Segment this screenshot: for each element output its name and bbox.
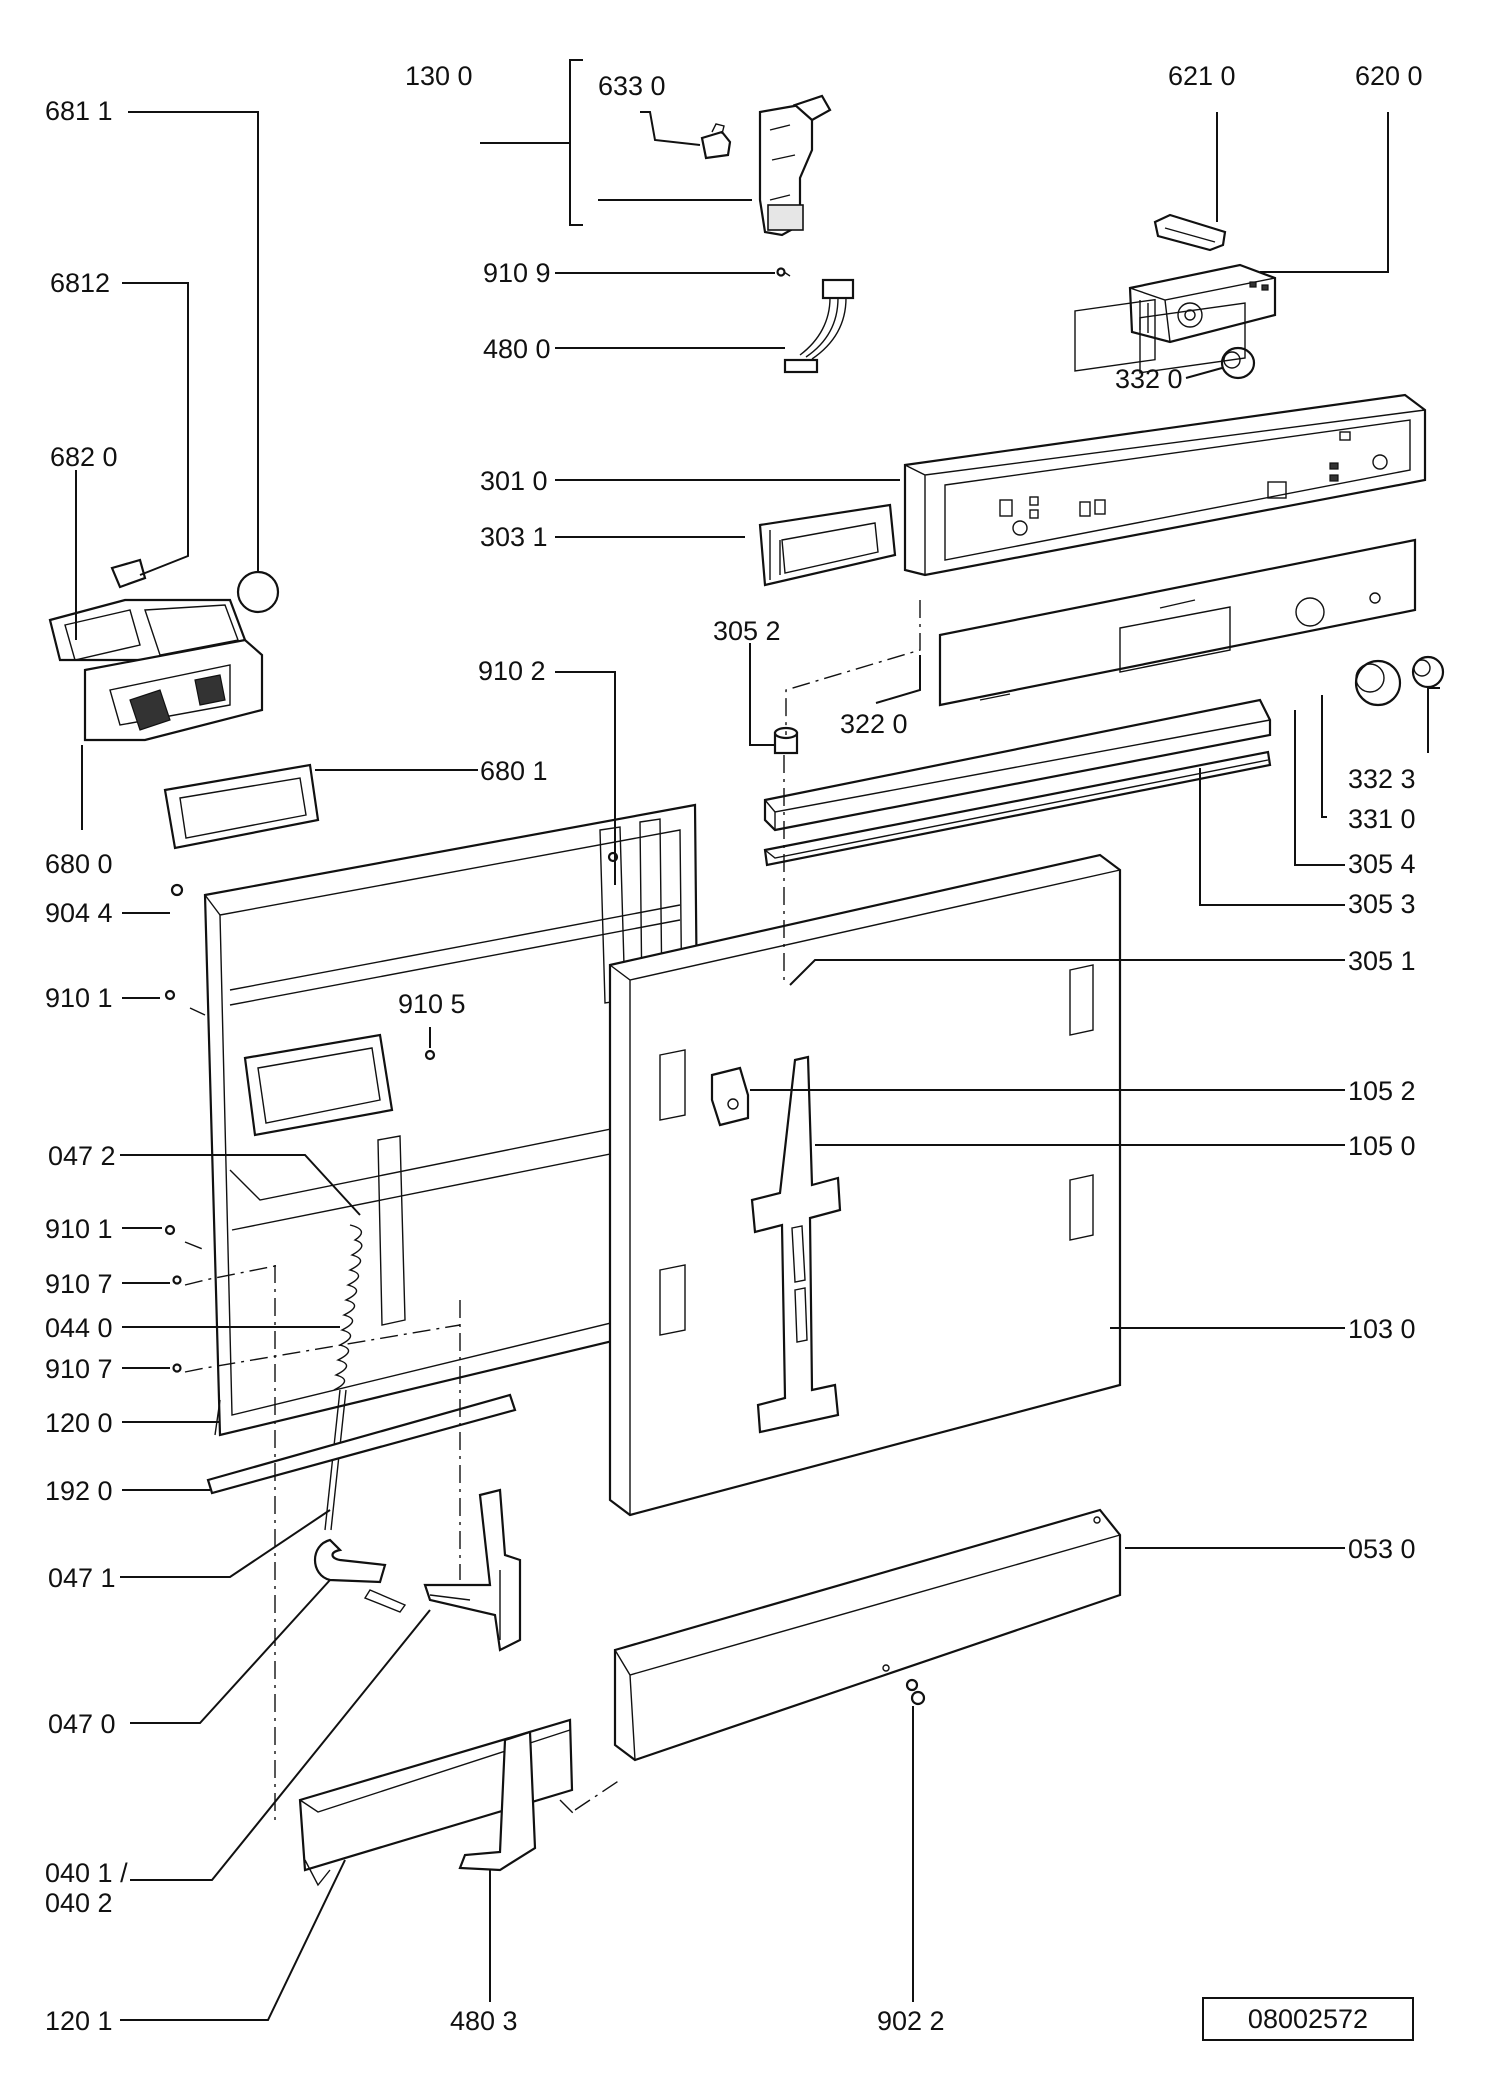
part-latch-bar [750,1055,842,1434]
label-9109: 910 9 [483,258,551,288]
part-screw-9109 [776,267,791,277]
part-knob-large [1354,655,1445,707]
part-seal [163,763,320,850]
label-1200: 120 0 [45,1408,113,1438]
part-electronic-module [1128,263,1277,344]
label-3310: 331 0 [1348,804,1416,834]
part-rail [206,1393,517,1495]
label-6200: 620 0 [1355,61,1423,91]
label-6812: 6812 [50,268,110,298]
label-0470: 047 0 [48,1709,116,1739]
part-knob-small [1220,346,1256,380]
label-3010: 301 0 [480,466,548,496]
part-kick-plate [613,1508,1122,1762]
label-1030: 103 0 [1348,1314,1416,1344]
label-1052: 105 2 [1348,1076,1416,1106]
label-3054: 305 4 [1348,849,1416,879]
label-3220: 322 0 [840,709,908,739]
label-4803: 480 3 [450,2006,518,2036]
part-hinge-block [758,94,832,237]
part-small-board [1153,213,1227,252]
part-screws-left [164,851,619,1373]
label-6811: 681 1 [45,96,113,126]
label-6801: 680 1 [480,756,548,786]
part-cap [236,570,280,614]
label-9107b: 910 7 [45,1354,113,1384]
label-0472: 047 2 [48,1141,116,1171]
label-6820: 682 0 [50,442,118,472]
label-9105: 910 5 [398,989,466,1019]
label-1201: 120 1 [45,2006,113,2036]
part-handle-bracket [758,503,897,587]
document-number-box: 08002572 [1202,1997,1414,2041]
label-3320: 332 0 [1115,364,1183,394]
part-hinge-bracket [423,1488,522,1652]
part-foot-bracket [458,1730,537,1872]
part-outer-door [608,853,1122,1517]
label-9101a: 910 1 [45,983,113,1013]
label-6330: 633 0 [598,71,666,101]
label-3053: 305 3 [1348,889,1416,919]
label-9022: 902 2 [877,2006,945,2036]
label-4800: 480 0 [483,334,551,364]
part-screws-9022 [905,1678,926,1706]
label-3323: 332 3 [1348,764,1416,794]
label-9101b: 910 1 [45,1214,113,1244]
part-inner-door-frame [203,803,702,1437]
part-latch [710,1066,750,1127]
label-1920: 192 0 [45,1476,113,1506]
part-trim-strip-upper [763,698,1272,832]
label-3051: 305 1 [1348,946,1416,976]
label-3031: 303 1 [480,522,548,552]
label-9102: 910 2 [478,656,546,686]
label-6210: 621 0 [1168,61,1236,91]
assembly-lines [184,600,921,1820]
part-hinge-arm [314,1538,407,1613]
part-dispenser [48,598,264,742]
label-3052: 305 2 [713,616,781,646]
label-6800: 680 0 [45,849,113,879]
label-1300: 130 0 [405,61,473,91]
part-dispenser-clip [110,558,147,589]
part-trim-strip-lower [763,750,1272,867]
label-9044: 904 4 [45,898,113,928]
part-control-panel [903,298,1427,577]
leader-lines [75,59,1440,2021]
label-1050: 105 0 [1348,1131,1416,1161]
part-cable-harness [783,278,855,374]
part-clip [700,123,732,160]
part-front-fascia [938,538,1417,707]
label-0471: 047 1 [48,1563,116,1593]
part-labels: 681 1 130 0 633 0 621 0 620 0 6812 910 9… [45,61,1423,2036]
label-0402: 040 2 [45,1888,113,1918]
label-0401: 040 1 / [45,1858,128,1888]
label-9107a: 910 7 [45,1269,113,1299]
label-0530: 053 0 [1348,1534,1416,1564]
label-0440: 044 0 [45,1313,113,1343]
document-number: 08002572 [1248,2004,1368,2034]
